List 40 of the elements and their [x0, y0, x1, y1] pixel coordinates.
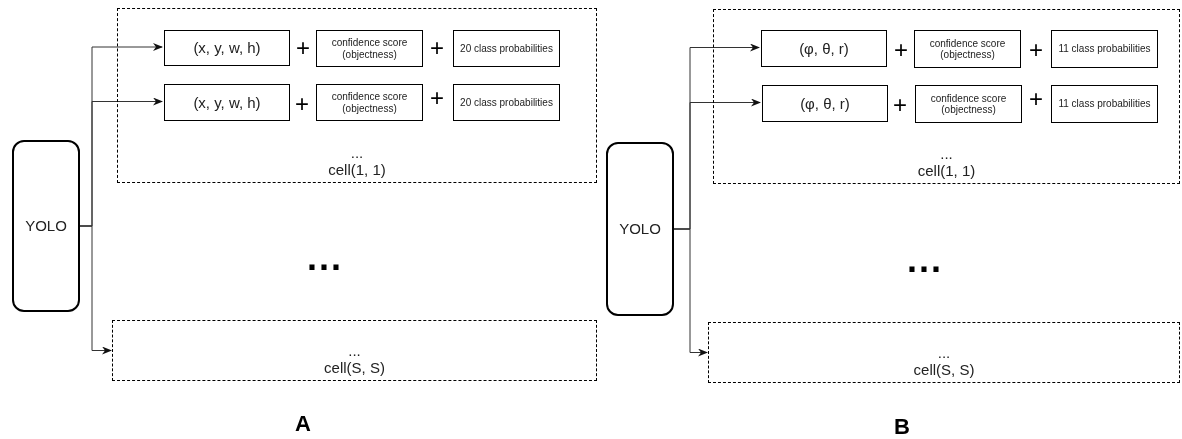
ellipsis-text: ...: [348, 343, 361, 360]
plus-sign: +: [296, 36, 310, 60]
output-box: (x, y, w, h): [164, 84, 290, 121]
cell-frame: [117, 8, 597, 183]
cell-frame: [708, 322, 1180, 383]
cell-label: cell(1, 1): [328, 161, 386, 178]
plus-sign: +: [893, 93, 907, 117]
output-box: 11 class probabilities: [1051, 85, 1158, 123]
output-box: (φ, θ, r): [762, 85, 888, 122]
plus-sign: +: [1029, 38, 1043, 62]
plus-sign: +: [295, 92, 309, 116]
output-box: (φ, θ, r): [761, 30, 887, 67]
ellipsis-text: ...: [937, 345, 951, 362]
plus-sign: +: [894, 38, 908, 62]
model-box: YOLO: [12, 140, 80, 312]
output-box: confidence score (objectness): [914, 30, 1021, 68]
cell-frame: [713, 9, 1180, 184]
output-box: confidence score (objectness): [316, 84, 423, 121]
output-box: (x, y, w, h): [164, 30, 290, 66]
plus-sign: +: [1029, 87, 1043, 111]
ellipsis-text: ...: [940, 146, 953, 163]
cell-label: cell(S, S): [913, 361, 975, 378]
output-box: 20 class probabilities: [453, 84, 560, 121]
cell-label: cell(S, S): [324, 359, 385, 376]
ellipsis-text: ...: [350, 145, 364, 162]
output-box: confidence score (objectness): [915, 85, 1022, 123]
arrow: [673, 228, 708, 357]
output-box: confidence score (objectness): [316, 30, 423, 67]
arrow: [79, 225, 112, 355]
plus-sign: +: [430, 36, 444, 60]
output-box: 11 class probabilities: [1051, 30, 1158, 68]
panel-label: A: [295, 413, 311, 435]
panel-label: B: [894, 416, 910, 438]
cell-frame: [112, 320, 597, 381]
cell-label: cell(1, 1): [917, 162, 976, 179]
ellipsis-text: ...: [907, 242, 943, 278]
plus-sign: +: [430, 86, 444, 110]
output-box: 20 class probabilities: [453, 30, 560, 67]
model-box: YOLO: [606, 142, 674, 316]
ellipsis-text: ...: [307, 240, 343, 276]
